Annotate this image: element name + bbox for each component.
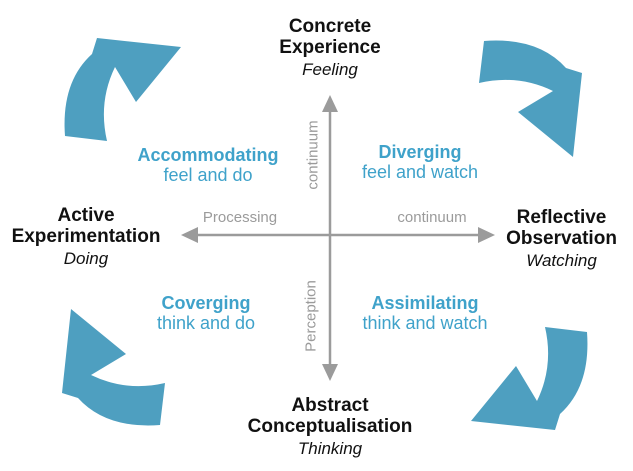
pole-left-subtitle: Doing xyxy=(63,249,109,268)
axis-arrowhead-right-icon xyxy=(478,227,495,243)
cycle-arrow-bottom-right xyxy=(471,327,588,430)
curved-arrow-icon xyxy=(479,40,582,157)
quadrant-name: Coverging xyxy=(161,293,251,313)
axis-arrowhead-left-icon xyxy=(181,227,198,243)
perception-axis-label: Perception xyxy=(302,280,320,352)
perception-continuum-label: continuum xyxy=(304,120,322,190)
cycle-arrow-top-right xyxy=(479,40,582,157)
pole-top-subtitle: Feeling xyxy=(302,60,358,79)
pole-reflective-observation: Reflective Observation Watching xyxy=(490,207,633,271)
pole-bottom-subtitle: Thinking xyxy=(297,439,363,458)
quadrant-tagline: think and do xyxy=(156,313,256,333)
pole-abstract-conceptualisation: Abstract Conceptualisation Thinking xyxy=(230,395,430,459)
pole-active-experimentation: Active Experimentation Doing xyxy=(0,205,172,269)
cycle-arrow-top-left xyxy=(64,38,181,141)
axis-arrowhead-bottom-icon xyxy=(322,364,338,381)
quadrant-diverging: Diverging feel and watch xyxy=(320,143,520,182)
quadrant-tagline: feel and watch xyxy=(361,162,479,182)
quadrant-tagline: think and watch xyxy=(362,313,488,333)
pole-top-line2: Experience xyxy=(279,37,381,58)
pole-bottom-line2: Conceptualisation xyxy=(247,416,413,437)
axis-arrowhead-top-icon xyxy=(322,95,338,112)
pole-right-line2: Observation xyxy=(506,228,617,249)
processing-axis xyxy=(181,227,495,243)
pole-left-line2: Experimentation xyxy=(11,226,161,247)
quadrant-name: Diverging xyxy=(378,142,462,162)
cycle-arrow-bottom-left xyxy=(62,309,165,426)
quadrant-name: Assimilating xyxy=(371,293,479,313)
quadrant-tagline: feel and do xyxy=(163,165,253,185)
processing-continuum-label: continuum xyxy=(397,209,467,226)
curved-arrow-icon xyxy=(471,327,588,430)
pole-bottom-line1: Abstract xyxy=(291,395,369,416)
pole-left-line1: Active xyxy=(57,205,115,226)
curved-arrow-icon xyxy=(64,38,181,141)
quadrant-coverging: Coverging think and do xyxy=(106,294,306,333)
quadrant-name: Accommodating xyxy=(137,145,279,165)
quadrant-assimilating: Assimilating think and watch xyxy=(325,294,525,333)
perception-axis xyxy=(322,95,338,381)
pole-top-line1: Concrete xyxy=(288,16,372,37)
quadrant-accommodating: Accommodating feel and do xyxy=(108,146,308,185)
pole-concrete-experience: Concrete Experience Feeling xyxy=(230,16,430,80)
curved-arrow-icon xyxy=(62,309,165,426)
processing-axis-label: Processing xyxy=(202,209,278,226)
pole-right-line1: Reflective xyxy=(516,207,607,228)
pole-right-subtitle: Watching xyxy=(526,251,597,270)
